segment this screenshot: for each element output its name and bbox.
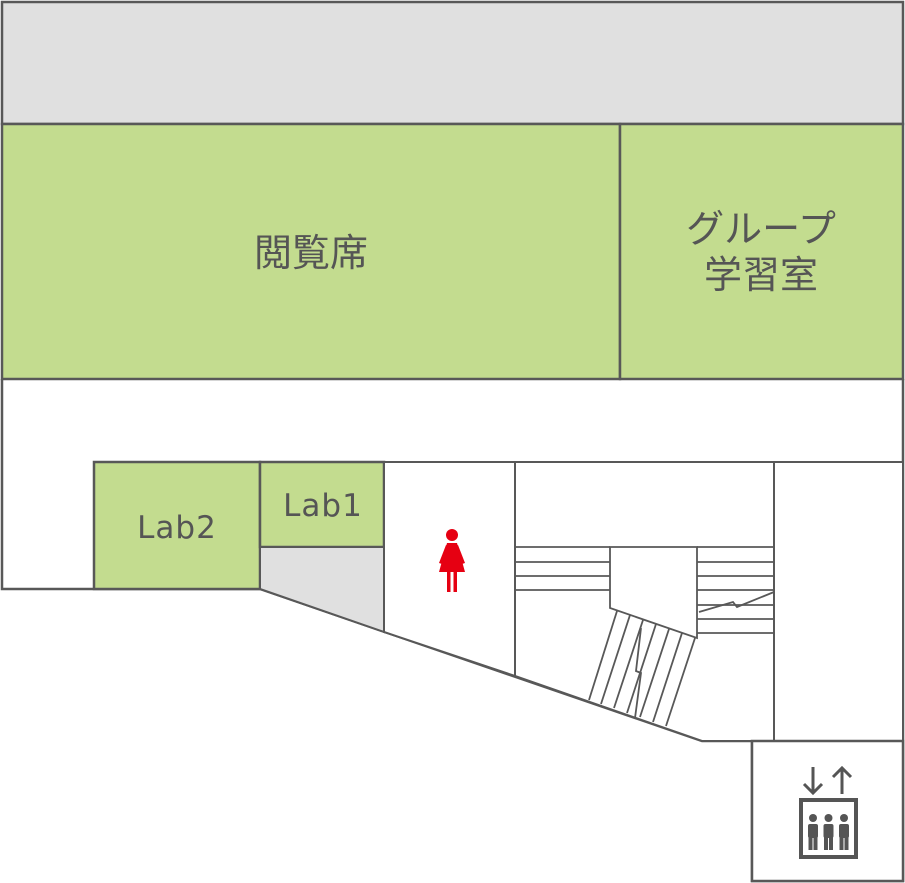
- room-lab1[interactable]: Lab1: [258, 460, 386, 549]
- group-study-label-line2: 学習室: [704, 253, 818, 297]
- room-group-study[interactable]: グループ 学習室: [618, 122, 905, 381]
- storage-area: [259, 546, 385, 634]
- group-study-label-line1: グループ: [686, 207, 836, 251]
- reading-area-label: 閲覧席: [254, 231, 368, 275]
- staircase: [515, 546, 775, 727]
- lab2-label: Lab2: [137, 510, 217, 546]
- top-gray-area: [0, 0, 905, 126]
- stair-hall: [514, 461, 904, 742]
- room-reading-area[interactable]: 閲覧席: [0, 122, 622, 381]
- womens-restroom-icon: [439, 529, 465, 592]
- lab1-label: Lab1: [283, 488, 363, 524]
- arrow-up-icon: [831, 765, 853, 794]
- room-lab2[interactable]: Lab2: [92, 460, 262, 591]
- elevator-room[interactable]: [750, 739, 905, 883]
- arrow-down-icon: [802, 767, 824, 796]
- elevator-icon: [799, 765, 858, 859]
